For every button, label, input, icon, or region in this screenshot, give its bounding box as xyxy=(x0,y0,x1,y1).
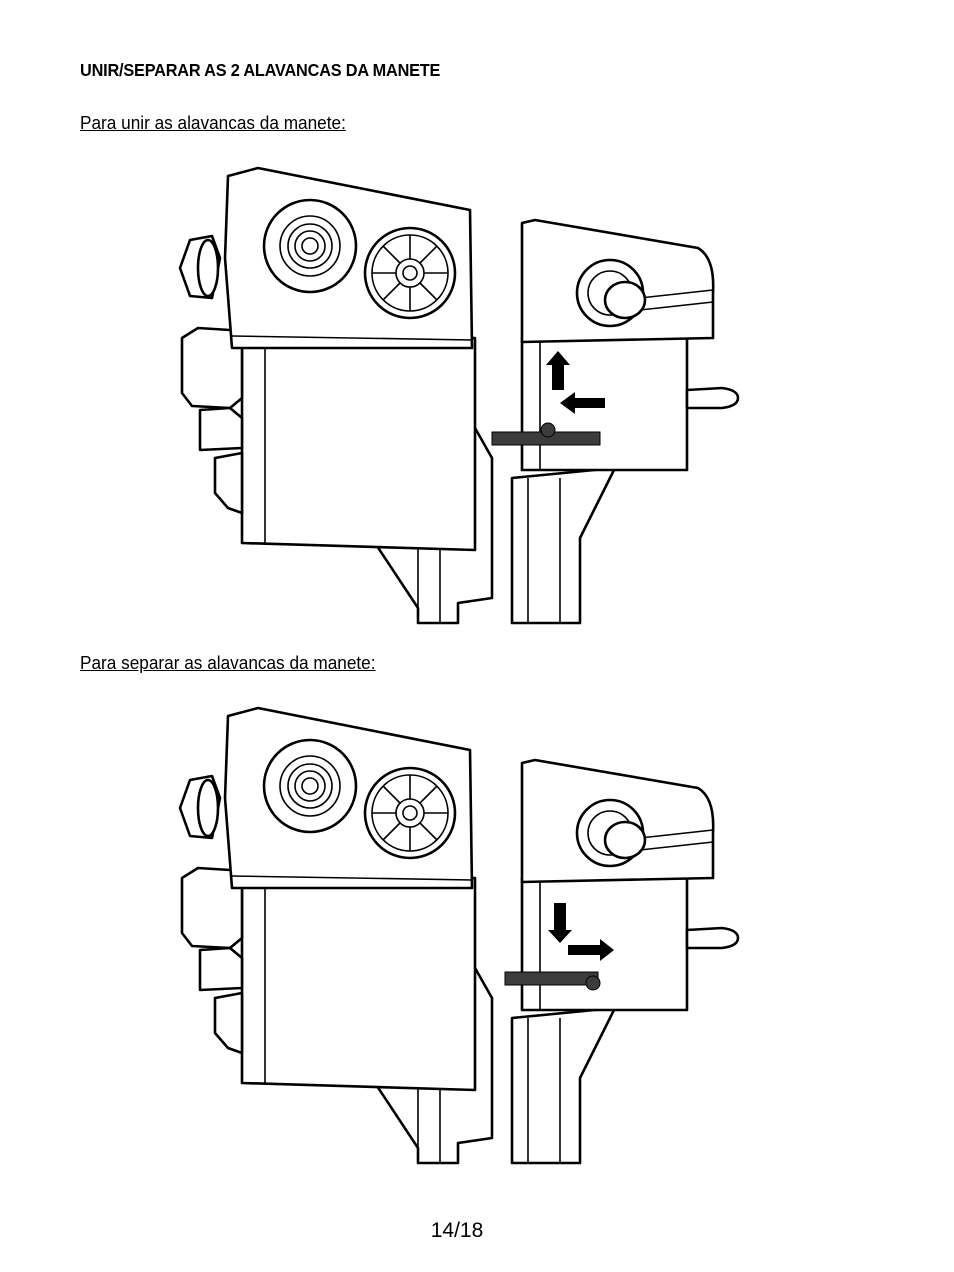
left-throttle-lever xyxy=(178,166,494,625)
arrow-up-icon xyxy=(546,351,570,390)
arrow-left-icon xyxy=(560,392,605,414)
separate-section-title: Para separar as alavancas da manete: xyxy=(80,652,376,673)
right-throttle-lever xyxy=(504,758,740,1165)
arrow-down-icon xyxy=(548,903,572,943)
left-throttle-lever xyxy=(178,706,494,1165)
throttle-join-drawing xyxy=(178,166,740,625)
page-heading: UNIR/SEPARAR AS 2 ALAVANCAS DA MANETE xyxy=(80,60,441,80)
throttle-separate-drawing xyxy=(178,706,740,1165)
page-number: 14/18 xyxy=(430,1219,484,1242)
join-section-title: Para unir as alavancas da manete: xyxy=(80,112,346,133)
arrow-right-icon xyxy=(568,939,614,961)
join-levers-illustration xyxy=(170,158,750,628)
right-throttle-lever xyxy=(491,218,740,625)
separate-levers-illustration xyxy=(170,698,750,1168)
